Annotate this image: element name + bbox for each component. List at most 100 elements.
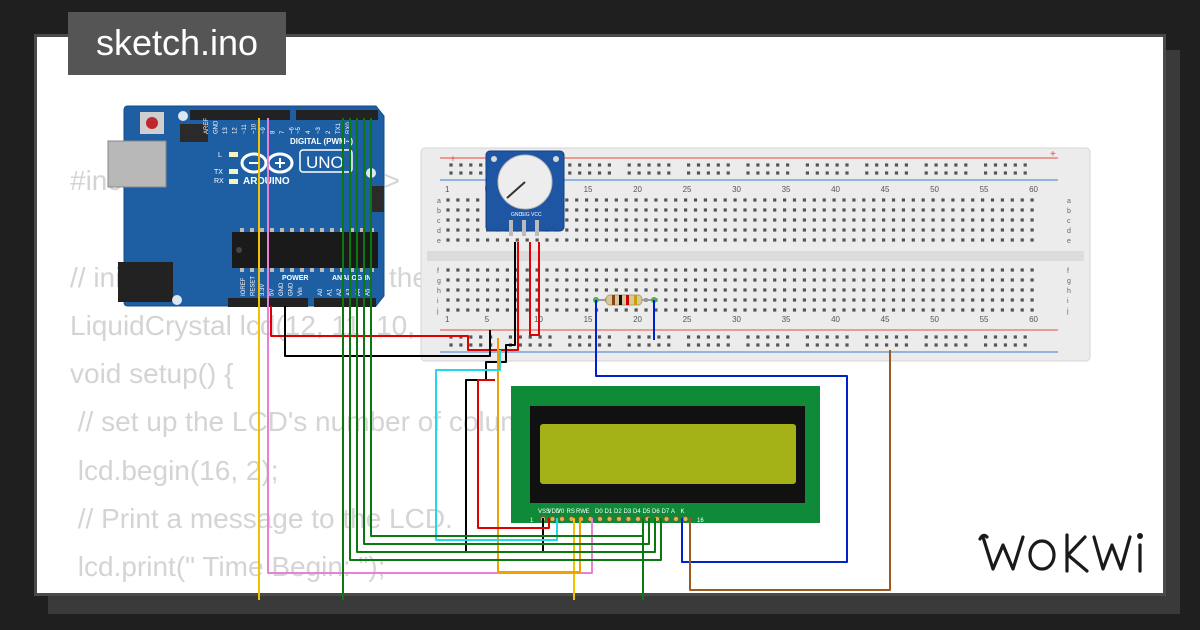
breadboard-hole[interactable] [535, 288, 539, 292]
breadboard-hole[interactable] [802, 208, 806, 212]
breadboard-hole[interactable] [1020, 288, 1024, 292]
breadboard-hole[interactable] [624, 308, 628, 312]
breadboard-hole[interactable] [1000, 218, 1004, 222]
rail-hole[interactable] [964, 171, 968, 175]
breadboard-hole[interactable] [565, 208, 569, 212]
breadboard-hole[interactable] [773, 238, 777, 242]
rail-hole[interactable] [786, 171, 790, 175]
breadboard-hole[interactable] [585, 308, 589, 312]
breadboard-hole[interactable] [822, 308, 826, 312]
breadboard-hole[interactable] [594, 278, 599, 282]
breadboard-hole[interactable] [604, 198, 608, 202]
rail-hole[interactable] [706, 343, 710, 347]
breadboard-hole[interactable] [783, 208, 787, 212]
breadboard-hole[interactable] [565, 238, 569, 242]
breadboard-hole[interactable] [614, 288, 618, 292]
lcd-pin[interactable] [616, 516, 622, 522]
breadboard-hole[interactable] [931, 238, 935, 242]
breadboard-hole[interactable] [1020, 298, 1024, 302]
rail-hole[interactable] [449, 171, 453, 175]
breadboard-hole[interactable] [931, 268, 935, 272]
breadboard-hole[interactable] [763, 218, 767, 222]
breadboard-hole[interactable] [822, 238, 826, 242]
rail-hole[interactable] [786, 343, 790, 347]
digital-header-left[interactable] [190, 110, 290, 120]
rail-hole[interactable] [588, 171, 592, 175]
breadboard-hole[interactable] [733, 298, 737, 302]
breadboard-hole[interactable] [703, 228, 707, 232]
breadboard-hole[interactable] [872, 198, 876, 202]
breadboard-hole[interactable] [1030, 278, 1034, 282]
breadboard-hole[interactable] [941, 268, 945, 272]
breadboard-hole[interactable] [792, 238, 797, 242]
breadboard-hole[interactable] [495, 278, 500, 282]
rail-hole[interactable] [964, 335, 968, 339]
breadboard-hole[interactable] [664, 308, 668, 312]
breadboard-hole[interactable] [783, 268, 787, 272]
breadboard-hole[interactable] [575, 278, 579, 282]
rail-hole[interactable] [588, 335, 592, 339]
breadboard-hole[interactable] [466, 298, 470, 302]
breadboard-hole[interactable] [753, 208, 757, 212]
breadboard-hole[interactable] [872, 298, 876, 302]
breadboard-hole[interactable] [456, 198, 460, 202]
breadboard-hole[interactable] [783, 288, 787, 292]
rail-hole[interactable] [875, 335, 879, 339]
rail-hole[interactable] [667, 163, 671, 167]
breadboard-hole[interactable] [604, 208, 608, 212]
rail-hole[interactable] [479, 163, 483, 167]
rail-hole[interactable] [459, 343, 463, 347]
breadboard-hole[interactable] [753, 308, 757, 312]
rail-hole[interactable] [518, 335, 522, 339]
breadboard-hole[interactable] [802, 268, 806, 272]
breadboard-hole[interactable] [1030, 218, 1034, 222]
rail-hole[interactable] [597, 335, 602, 339]
breadboard-hole[interactable] [971, 308, 975, 312]
breadboard-hole[interactable] [614, 228, 618, 232]
breadboard-hole[interactable] [763, 268, 767, 272]
breadboard-hole[interactable] [792, 288, 797, 292]
breadboard-hole[interactable] [585, 268, 589, 272]
breadboard-hole[interactable] [693, 238, 698, 242]
breadboard-hole[interactable] [792, 198, 797, 202]
rail-hole[interactable] [746, 343, 750, 347]
breadboard-hole[interactable] [743, 228, 747, 232]
breadboard-hole[interactable] [792, 208, 797, 212]
breadboard-hole[interactable] [713, 268, 717, 272]
breadboard-hole[interactable] [842, 268, 846, 272]
breadboard-hole[interactable] [634, 268, 638, 272]
rail-hole[interactable] [845, 335, 849, 339]
breadboard-hole[interactable] [911, 268, 915, 272]
breadboard-hole[interactable] [921, 238, 925, 242]
rail-hole[interactable] [756, 343, 760, 347]
breadboard-hole[interactable] [822, 218, 826, 222]
breadboard-hole[interactable] [664, 298, 668, 302]
breadboard-hole[interactable] [723, 228, 727, 232]
rail-hole[interactable] [865, 335, 869, 339]
breadboard-hole[interactable] [723, 218, 727, 222]
breadboard-hole[interactable] [1020, 238, 1024, 242]
rail-hole[interactable] [479, 171, 483, 175]
breadboard-hole[interactable] [1010, 278, 1014, 282]
breadboard-hole[interactable] [525, 298, 529, 302]
rail-hole[interactable] [746, 171, 750, 175]
breadboard-hole[interactable] [575, 208, 579, 212]
rail-hole[interactable] [934, 335, 938, 339]
rail-hole[interactable] [924, 343, 928, 347]
breadboard-hole[interactable] [654, 278, 658, 282]
rail-hole[interactable] [627, 335, 631, 339]
breadboard-hole[interactable] [674, 298, 678, 302]
rail-hole[interactable] [805, 343, 809, 347]
rail-hole[interactable] [984, 163, 988, 167]
breadboard-hole[interactable] [971, 228, 975, 232]
breadboard-hole[interactable] [951, 238, 955, 242]
breadboard-hole[interactable] [585, 208, 589, 212]
rail-hole[interactable] [756, 335, 760, 339]
breadboard-hole[interactable] [674, 198, 678, 202]
rail-hole[interactable] [885, 335, 889, 339]
lcd-pin[interactable] [597, 516, 603, 522]
rail-hole[interactable] [449, 343, 453, 347]
rail-hole[interactable] [657, 335, 661, 339]
breadboard-hole[interactable] [743, 278, 747, 282]
